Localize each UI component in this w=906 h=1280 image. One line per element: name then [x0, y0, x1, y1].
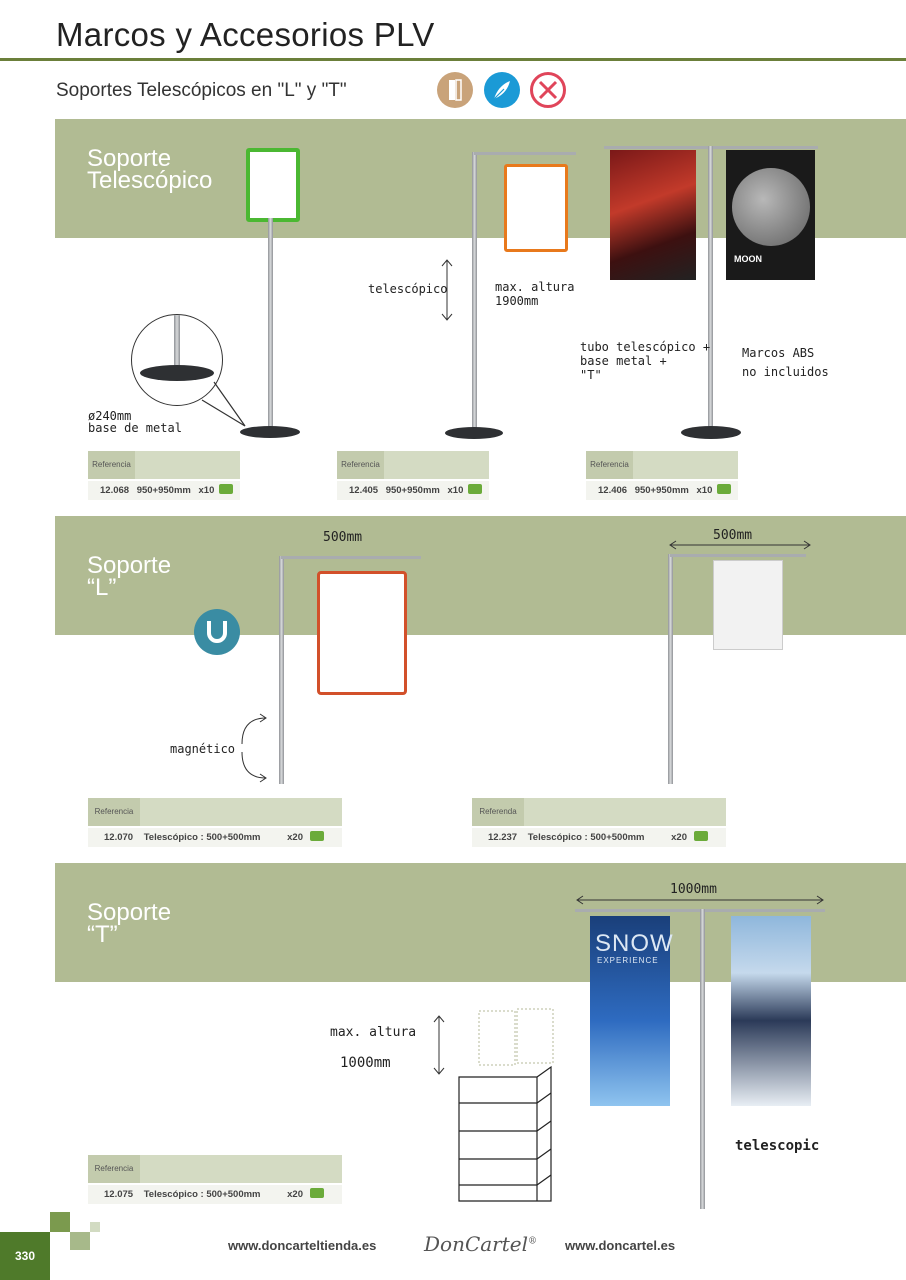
- product-ref-12406: Referencia 12.406 950+950mm x10: [586, 451, 738, 500]
- annotation-width: 1000mm: [670, 882, 717, 897]
- movie-poster-moon: MOON: [726, 150, 815, 280]
- red-frame: [317, 571, 407, 695]
- title-divider: [0, 58, 906, 61]
- box-icon: [219, 484, 233, 494]
- magnet-icon: [194, 609, 240, 655]
- movie-poster-left: [610, 150, 696, 280]
- shelf-illustration: [458, 1008, 554, 1202]
- annotation-telescopic: telescopic: [735, 1138, 820, 1154]
- box-icon: [717, 484, 731, 494]
- product-ref-12405: Referencia 12.405 950+950mm x10: [337, 451, 489, 500]
- white-frame: [713, 560, 783, 650]
- feather-icon: [484, 72, 520, 108]
- width-arrow: [669, 540, 811, 550]
- stand-base: [445, 427, 503, 439]
- height-arrow: [433, 1015, 445, 1075]
- stand-pole: [668, 554, 673, 784]
- page-title: Marcos y Accesorios PLV: [56, 16, 435, 53]
- stand-arm: [281, 556, 421, 559]
- footer-url-shop[interactable]: www.doncarteltienda.es: [228, 1238, 377, 1253]
- skier-banner: [731, 916, 811, 1106]
- orange-frame: [504, 164, 568, 252]
- footer-logo: DonCartel®: [424, 1232, 538, 1256]
- annotation-width-a: 500mm: [323, 530, 363, 545]
- section-title-t: Soporte “T”: [87, 899, 172, 948]
- footer-decor-square: [50, 1212, 70, 1232]
- annotation-max-height: max. altura 1900mm: [495, 280, 575, 308]
- width-arrow: [576, 895, 824, 905]
- telescopic-arrow: [441, 259, 453, 321]
- stand-base: [240, 426, 300, 438]
- poster-moon-title: MOON: [734, 254, 762, 264]
- page-subtitle: Soportes Telescópicos en "L" y "T": [56, 80, 347, 101]
- page-number: 330: [0, 1232, 50, 1280]
- stand-pole: [268, 218, 273, 428]
- annotation-max-height: max. altura: [330, 1025, 417, 1040]
- box-icon: [693, 831, 708, 841]
- annotation-width-b: 500mm: [713, 528, 753, 543]
- product-ref-12068: Referencia 12.068 950+950mm x10: [88, 451, 240, 500]
- stand-arm: [670, 554, 806, 557]
- snow-banner: SNOW EXPERIENCE: [590, 916, 673, 1106]
- stand-arm: [474, 152, 576, 155]
- box-icon: [309, 1188, 324, 1198]
- section-title-l: Soporte “L”: [87, 552, 172, 601]
- green-frame: [246, 148, 300, 222]
- footer-decor-square: [70, 1232, 90, 1250]
- footer-url-main[interactable]: www.doncartel.es: [565, 1238, 676, 1253]
- box-icon: [309, 831, 324, 841]
- annotation-frames: Marcos ABS no incluidos: [742, 346, 829, 379]
- product-ref-12075: Referencia 12.075 Telescópico : 500+500m…: [88, 1155, 342, 1204]
- bubble-pointer: [201, 381, 246, 427]
- annotation-tube: tubo telescópico + base metal + "T": [580, 340, 711, 382]
- magnetic-arrows: [241, 713, 267, 783]
- stand-pole: [472, 152, 477, 428]
- stand-pole: [700, 909, 705, 1209]
- annotation-base: ø240mm base de metal: [88, 409, 182, 435]
- base-zoom-bubble: [131, 314, 223, 406]
- no-tools-icon: [530, 72, 566, 108]
- product-ref-12237: Referenda 12.237 Telescópico : 500+500mm…: [472, 798, 726, 847]
- banner-subtitle: EXPERIENCE: [597, 956, 659, 965]
- annotation-max-height-value: 1000mm: [340, 1055, 391, 1071]
- product-ref-12070: Referencia 12.070 Telescópico : 500+500m…: [88, 798, 342, 847]
- annotation-telescopic: telescópico: [368, 282, 448, 296]
- section-title-telescopic: Soporte Telescópico: [87, 145, 213, 194]
- annotation-magnetic: magnético: [170, 742, 236, 756]
- footer-decor-square: [90, 1222, 100, 1232]
- stand-base: [681, 426, 741, 439]
- stand-pole: [279, 556, 284, 784]
- mounting-icon: [437, 72, 473, 108]
- stand-pole: [708, 146, 713, 428]
- banner-title: SNOW: [595, 930, 674, 957]
- box-icon: [468, 484, 482, 494]
